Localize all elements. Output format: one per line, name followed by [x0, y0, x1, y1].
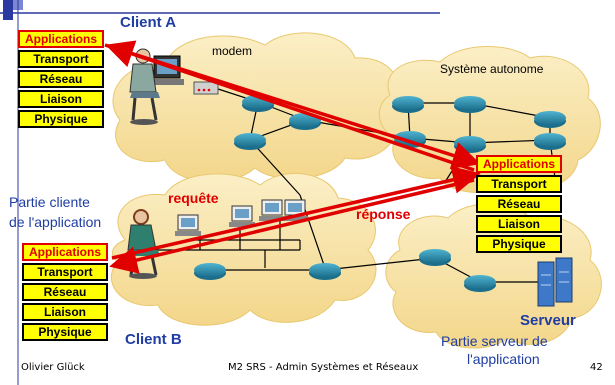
response-arrow-client-b [109, 178, 475, 274]
label-server: Serveur [520, 312, 576, 329]
router-icon [454, 136, 486, 153]
router-icon [419, 249, 451, 266]
layer-applications: Applications [22, 243, 108, 261]
protocol-stack-client-a: Applications Transport Réseau Liaison Ph… [18, 30, 104, 130]
layer-liaison: Liaison [476, 215, 562, 233]
footer-page-number: 42 [590, 362, 603, 373]
layer-liaison: Liaison [18, 90, 104, 108]
router-icon [234, 133, 266, 150]
label-client-part-line1: Partie cliente [9, 194, 90, 210]
label-autonomous-system: Système autonome [440, 62, 544, 76]
label-server-part-line1: Partie serveur de [441, 333, 548, 349]
layer-reseau: Réseau [476, 195, 562, 213]
message-arrows [104, 40, 481, 274]
layer-reseau: Réseau [22, 283, 108, 301]
slide-deco-block [3, 0, 13, 20]
footer-author: Olivier Glück [21, 362, 85, 373]
protocol-stack-server: Applications Transport Réseau Liaison Ph… [476, 155, 562, 255]
footer-course: M2 SRS - Admin Systèmes et Réseaux [228, 362, 419, 373]
workstation-icon [282, 199, 308, 221]
label-server-part-line2: l'application [467, 351, 540, 367]
router-icon [309, 263, 341, 280]
response-arrow-client-a [105, 40, 475, 172]
layer-transport: Transport [18, 50, 104, 68]
layer-physique: Physique [476, 235, 562, 253]
router-icon [194, 263, 226, 280]
layer-physique: Physique [22, 323, 108, 341]
layer-transport: Transport [22, 263, 108, 281]
label-client-b: Client B [125, 331, 182, 348]
router-icon [454, 96, 486, 113]
label-response: réponse [356, 206, 411, 222]
layer-liaison: Liaison [22, 303, 108, 321]
server-icon [537, 257, 573, 307]
workstation-icon [175, 214, 201, 236]
layer-physique: Physique [18, 110, 104, 128]
label-client-a: Client A [120, 14, 177, 31]
label-modem: modem [212, 44, 253, 58]
router-icon [464, 275, 496, 292]
layer-applications: Applications [476, 155, 562, 173]
label-client-part-line2: de l'application [9, 214, 102, 230]
person-icon [129, 48, 160, 125]
workstation-icon [229, 205, 255, 227]
protocol-stack-client-b: Applications Transport Réseau Liaison Ph… [22, 243, 108, 343]
layer-reseau: Réseau [18, 70, 104, 88]
router-icon [392, 96, 424, 113]
layer-transport: Transport [476, 175, 562, 193]
layer-applications: Applications [18, 30, 104, 48]
request-arrow-client-b [111, 166, 481, 260]
router-icon [534, 133, 566, 150]
router-group [194, 95, 566, 292]
workstation-icon [259, 199, 285, 221]
label-request: requête [168, 190, 219, 206]
modem-icon [193, 81, 219, 95]
router-icon [534, 111, 566, 128]
